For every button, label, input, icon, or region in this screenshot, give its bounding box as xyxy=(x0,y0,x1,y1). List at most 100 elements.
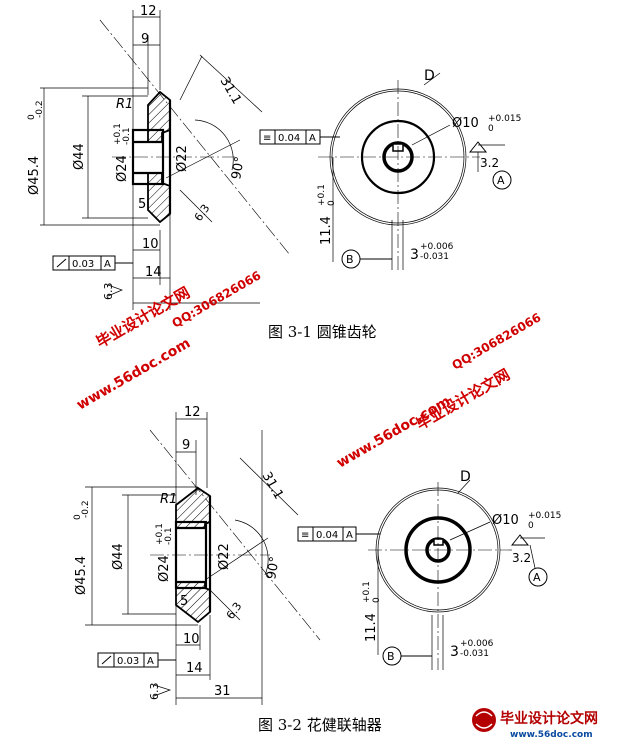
bore-dim: Ø10 xyxy=(492,513,519,528)
runout-value: 0.03 xyxy=(72,259,94,270)
angle-90: 90° xyxy=(264,555,283,580)
dim-24-up: +0.1 xyxy=(113,123,123,145)
dim-45-4-tol-dn: -0.2 xyxy=(35,100,45,118)
runout-ref: A xyxy=(147,656,154,667)
dim-10: 10 xyxy=(142,237,159,252)
dim-31: 31 xyxy=(214,684,231,699)
angle-90: 90° xyxy=(229,155,248,180)
radius-r1: R1 xyxy=(116,97,133,112)
angle-arc xyxy=(194,119,234,171)
dim-3-up: +0.006 xyxy=(460,639,494,649)
dim-24-up: +0.1 xyxy=(155,523,165,545)
symmetry-icon: ≡ xyxy=(301,530,309,541)
dim-5: 5 xyxy=(138,197,146,212)
pitch-cone-line xyxy=(149,429,321,641)
dim-45-4-tol-up: 0 xyxy=(73,514,83,520)
bore-tol-dn: 0 xyxy=(528,521,534,531)
logo-globe-lines xyxy=(475,711,493,729)
roughness-triangle xyxy=(510,534,530,546)
footer-brand: 毕业设计论文网 xyxy=(500,710,598,727)
dim-3-up: +0.006 xyxy=(420,242,454,252)
dim-3-dn: -0.031 xyxy=(460,649,489,659)
dim-line-31-1 xyxy=(239,457,299,516)
dim-10: 10 xyxy=(183,632,200,647)
dim-31-1: 31.1 xyxy=(259,470,286,503)
watermark-qq-2: QQ:306826066 xyxy=(450,310,544,372)
dim-45-4-tol-dn: -0.2 xyxy=(81,500,91,518)
leader-6.3 xyxy=(179,189,213,223)
datum-A: A xyxy=(533,571,541,584)
roughness-3-2: 3.2 xyxy=(480,156,499,170)
dim-14: 14 xyxy=(186,661,203,676)
dim-9: 9 xyxy=(182,438,190,453)
dim-14: 14 xyxy=(145,265,162,280)
pitch-cone-line xyxy=(99,19,291,256)
roughness-symbol xyxy=(107,284,123,297)
dim-11-4-up: +0.1 xyxy=(317,184,327,206)
label-D: D xyxy=(460,469,471,485)
datum-A-circle xyxy=(528,567,548,587)
bevel-gear-section-view: 12 9 31.1 R1 Ø45.4 0 -0.2 Ø44 Ø24 +0.1 -… xyxy=(27,4,291,310)
leader xyxy=(529,544,536,569)
symmetry-icon: ≡ xyxy=(263,133,271,144)
roughness-6-3-b: 6.3 xyxy=(102,283,115,301)
dim-45-4-tol-up: 0 xyxy=(27,114,37,120)
dim-5: 5 xyxy=(180,594,188,609)
watermark-brand-2: 毕业设计论文网 xyxy=(413,365,513,433)
dim-line-31-1 xyxy=(199,54,263,113)
dim-24-dn: -0.1 xyxy=(164,527,174,545)
dim-44: Ø44 xyxy=(111,543,126,570)
roughness-3-2: 3.2 xyxy=(512,551,531,565)
bore-tol-up: +0.015 xyxy=(488,114,521,124)
figure-caption-1: 图 3-1 圆锥齿轮 xyxy=(268,323,377,341)
dim-44: Ø44 xyxy=(72,143,87,170)
roughness-6-3-a: 6.3 xyxy=(224,600,245,622)
dim-24: Ø24 xyxy=(115,155,130,182)
dim-12: 12 xyxy=(140,4,157,19)
dim-22: Ø22 xyxy=(175,145,190,172)
coupling-side-view: D ≡ 0.04 A Ø10 +0.015 0 3.2 A 11.4 +0.1 xyxy=(297,469,561,670)
datum-A-circle xyxy=(492,170,512,190)
datum-B: B xyxy=(387,650,395,663)
roughness-6-3-b: 6.3 xyxy=(148,683,161,701)
runout-arrow-icon xyxy=(101,655,112,665)
leader-6.3 xyxy=(209,589,241,621)
gear-hatch-upper xyxy=(147,90,171,143)
dim-9: 9 xyxy=(141,32,149,47)
dim-11-4: 11.4 xyxy=(319,216,334,245)
symmetry-ref: A xyxy=(346,530,353,541)
dim-3: 3 xyxy=(410,247,419,263)
runout-tolerance-frame: 0.03 A xyxy=(52,255,133,271)
label-D: D xyxy=(424,68,435,84)
dim-3: 3 xyxy=(450,644,459,660)
dim-11-4-dn: 0 xyxy=(372,597,382,603)
dim-24-dn: -0.1 xyxy=(122,127,132,145)
coupling-section-view: 12 9 31.1 R1 Ø45.4 0 -0.2 Ø44 Ø24 +0.1 -… xyxy=(73,405,321,705)
datum-B: B xyxy=(346,253,354,266)
dim-11-4-dn: 0 xyxy=(327,200,337,206)
dim-3-dn: -0.031 xyxy=(420,252,449,262)
leader-bore xyxy=(449,521,491,541)
cone-line xyxy=(165,139,241,179)
bevel-gear-side-view: D ≡ 0.04 A Ø10 +0.015 0 3.2 A 11.4 +0.1 xyxy=(259,68,521,272)
ext-line xyxy=(179,55,203,101)
watermark-site-1: www.56doc.com xyxy=(74,335,193,413)
symmetry-ref: A xyxy=(309,133,316,144)
symmetry-tolerance-frame: ≡ 0.04 A xyxy=(297,526,380,542)
datum-A: A xyxy=(497,174,505,187)
symmetry-value: 0.04 xyxy=(316,530,338,541)
figure-1: 12 9 31.1 R1 Ø45.4 0 -0.2 Ø44 Ø24 +0.1 -… xyxy=(27,4,521,341)
runout-ref: A xyxy=(104,259,111,270)
leader-D xyxy=(457,479,471,494)
dim-11-4: 11.4 xyxy=(364,613,379,642)
dim-45-4: Ø45.4 xyxy=(27,156,42,195)
runout-arrow-icon xyxy=(56,258,67,268)
cone-line xyxy=(204,537,269,581)
bore-tol-up: +0.015 xyxy=(528,511,561,521)
figure-caption-2: 图 3-2 花健联轴器 xyxy=(258,716,382,734)
footer-site: www.56doc.com xyxy=(510,730,593,740)
angle-arc xyxy=(234,519,269,576)
radius-r1: R1 xyxy=(160,492,177,507)
dim-11-4-up: +0.1 xyxy=(362,581,372,603)
